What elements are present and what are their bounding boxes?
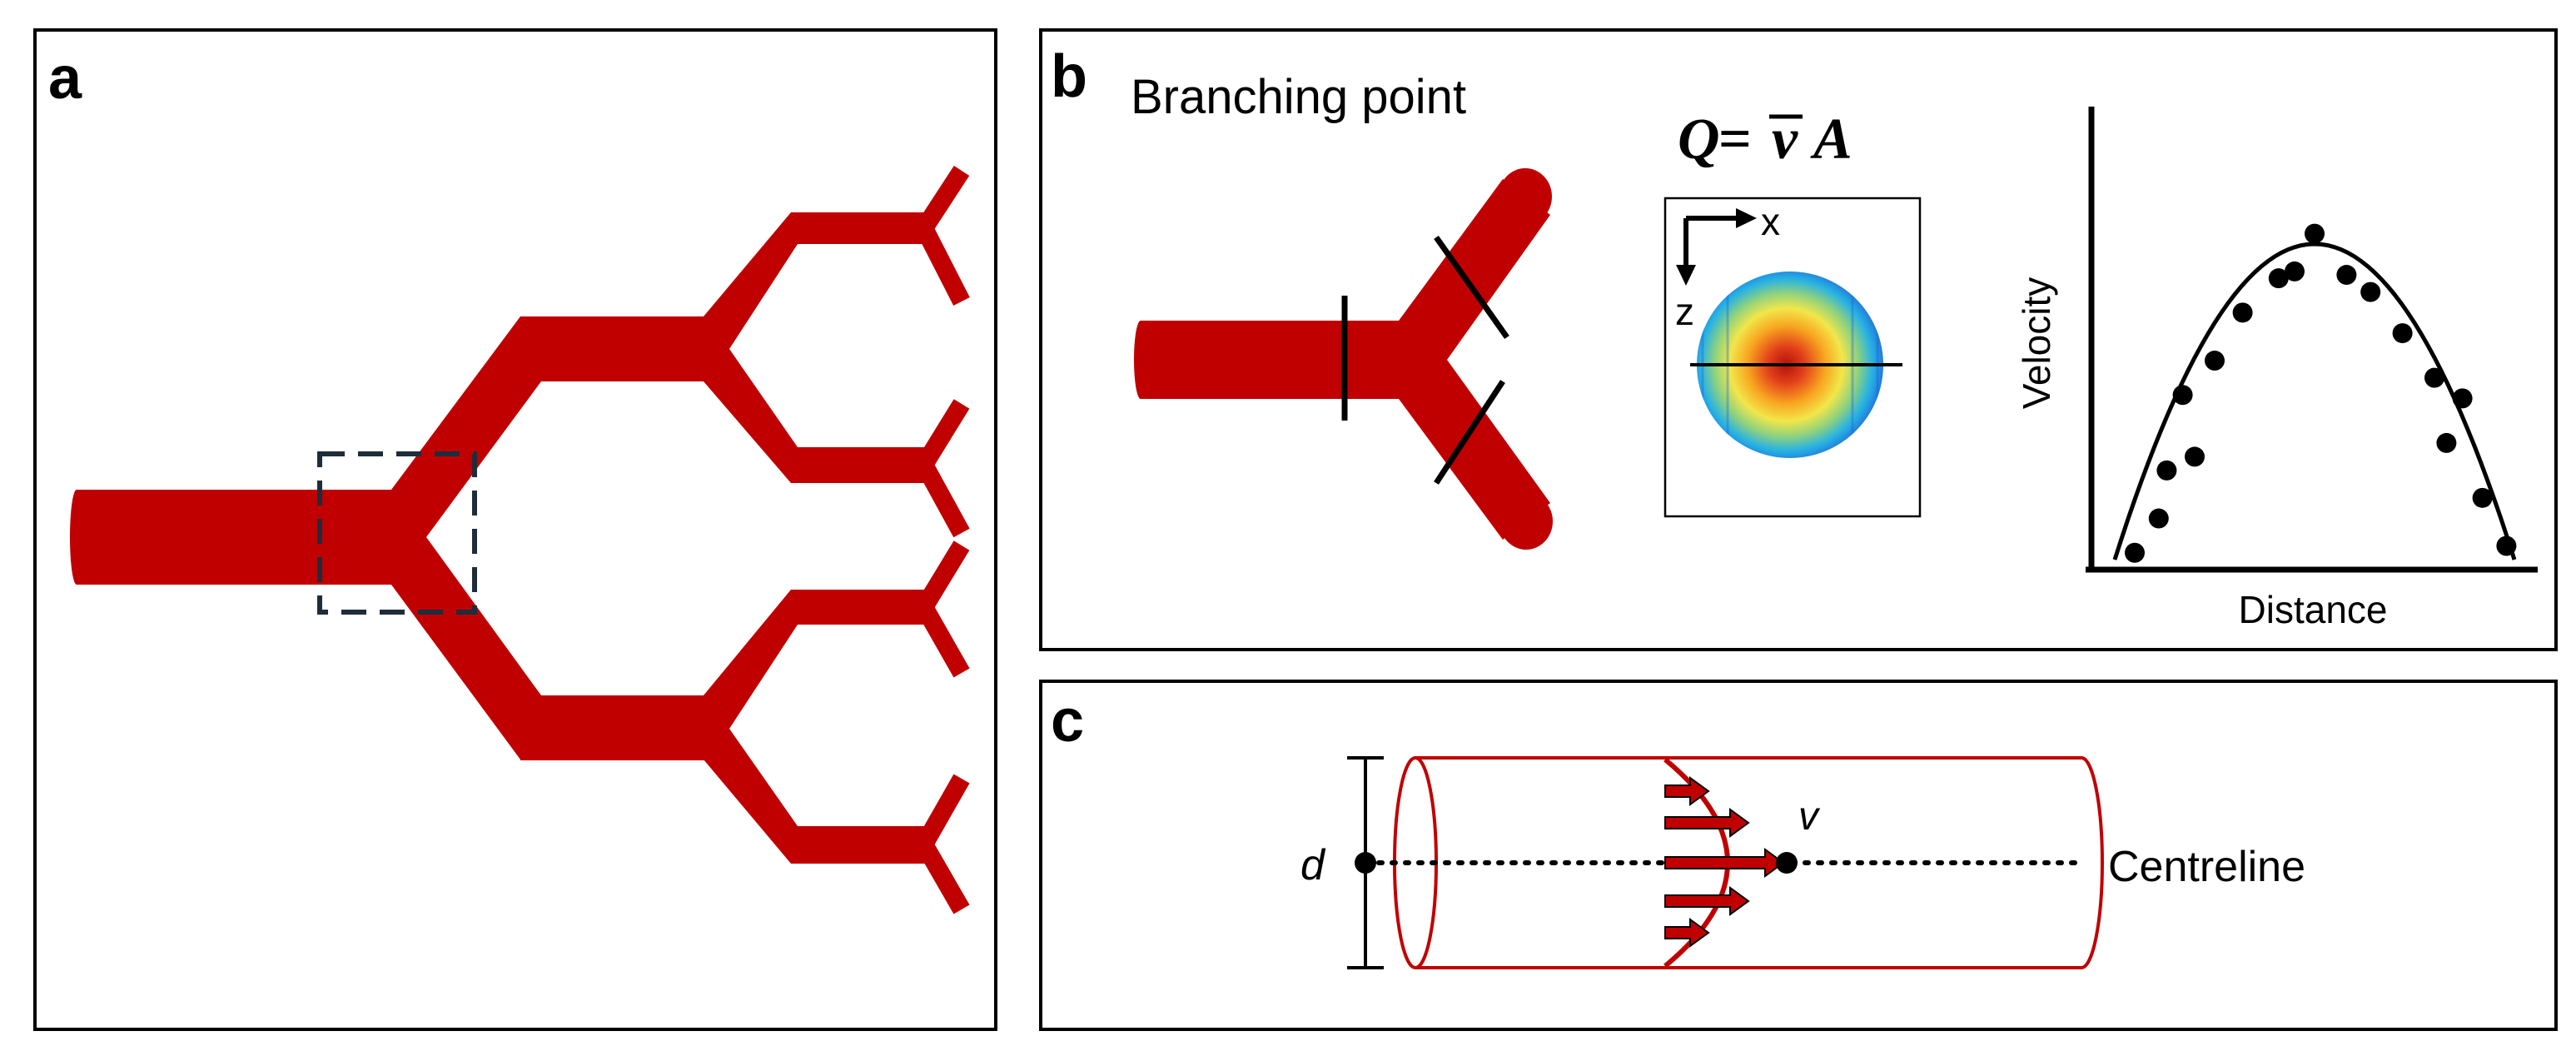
plot-xlabel: Distance <box>2239 588 2388 631</box>
data-point <box>2285 261 2305 281</box>
panel-c: c d Centreline v <box>1039 680 2558 1031</box>
data-point <box>2436 432 2457 453</box>
panel-b-frame <box>1039 28 2558 651</box>
y-branch-vessel <box>1134 168 1553 550</box>
data-point <box>2205 351 2225 371</box>
parabolic-fit-curve <box>2112 242 2517 560</box>
data-point <box>2452 388 2473 409</box>
zoom-box <box>317 451 477 615</box>
velocity-label: v <box>1798 794 1821 839</box>
equation-a: A <box>1810 107 1852 172</box>
velocity-plot: Distance Velocity <box>2015 107 2538 631</box>
panel-c-frame <box>1039 680 2558 1031</box>
data-point <box>2232 302 2253 323</box>
data-point <box>2424 367 2444 388</box>
data-point <box>2156 460 2177 481</box>
velocity-arrows <box>1664 776 1785 948</box>
plot-ylabel: Velocity <box>2015 277 2058 410</box>
data-points <box>2125 223 2517 563</box>
data-point <box>2125 542 2145 563</box>
flow-equation: Q = v A <box>1678 107 1852 172</box>
data-point <box>2305 223 2325 244</box>
centreline-label: Centreline <box>2108 843 2305 891</box>
data-point <box>2268 268 2289 289</box>
peak-velocity-dot <box>1776 852 1798 874</box>
data-point <box>2392 323 2413 344</box>
panel-b-letter: b <box>1051 43 1087 110</box>
velocity-map-inset: x z <box>1663 197 1922 518</box>
vessel-tree <box>70 165 970 914</box>
axis-z-label: z <box>1675 290 1694 333</box>
panel-a-letter: a <box>48 45 82 112</box>
data-point <box>2472 487 2493 508</box>
data-point <box>2148 508 2169 529</box>
equation-q: Q <box>1678 107 1720 172</box>
data-point <box>2360 281 2381 302</box>
cross-section-lines <box>1341 235 1509 485</box>
equation-equals: = <box>1718 107 1752 172</box>
xz-axes <box>1676 208 1757 286</box>
data-point <box>2185 446 2205 467</box>
branching-point-title: Branching point <box>1131 70 1466 124</box>
panel-a: a <box>33 28 997 1031</box>
diameter-label: d <box>1300 841 1326 889</box>
panel-b: b Branching point Q = v A <box>1039 28 2558 651</box>
data-point <box>2496 535 2517 556</box>
data-point <box>2336 265 2357 286</box>
panel-c-letter: c <box>1051 688 1084 755</box>
panel-a-frame <box>33 28 997 1031</box>
data-point <box>2172 385 2193 406</box>
axis-x-label: x <box>1761 200 1780 243</box>
